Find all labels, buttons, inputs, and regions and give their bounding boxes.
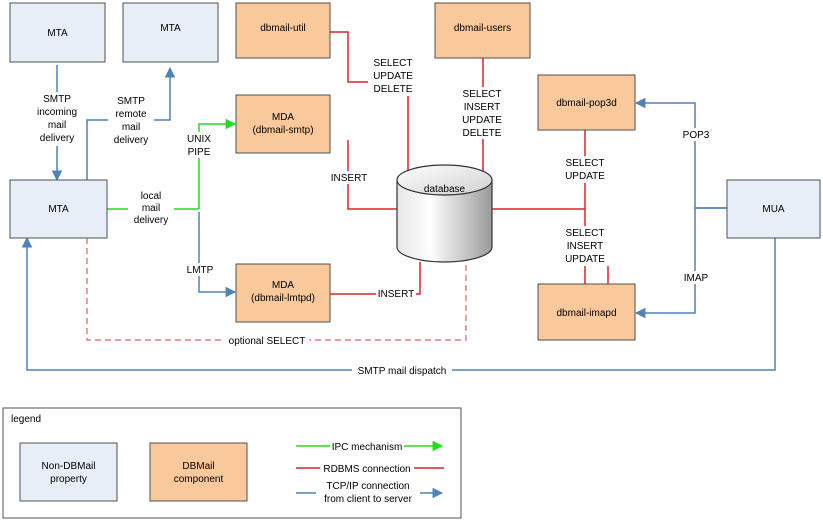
edge-util-db xyxy=(330,31,409,172)
svg-text:INSERT: INSERT xyxy=(567,241,604,252)
node-dbmail-imapd: dbmail-imapd xyxy=(537,283,636,341)
node-mda-lmtpd: MDA (dbmail-lmtpd) xyxy=(235,263,331,323)
edge-unix-pipe xyxy=(198,118,237,209)
legend-tcpip: TCP/IP connection from client to server xyxy=(296,479,444,505)
svg-text:mail: mail xyxy=(142,203,160,214)
svg-text:RDBMS connection: RDBMS connection xyxy=(323,464,410,475)
svg-text:optional SELECT: optional SELECT xyxy=(229,336,306,347)
label-util-ops: SELECT UPDATE DELETE xyxy=(368,56,418,96)
node-mua: MUA xyxy=(726,179,821,239)
svg-text:INSERT: INSERT xyxy=(378,289,415,300)
svg-text:DELETE: DELETE xyxy=(463,128,502,139)
legend-dbmail: DBMail component xyxy=(149,442,248,502)
label-unix-pipe: UNIX PIPE xyxy=(183,132,217,158)
label-smtp-incoming: SMTP incoming mail delivery xyxy=(32,92,82,146)
svg-text:DELETE: DELETE xyxy=(374,84,413,95)
node-mda-smtp: MDA (dbmail-smtp) xyxy=(235,94,331,154)
svg-text:(dbmail-smtp): (dbmail-smtp) xyxy=(252,125,313,136)
svg-text:Non-DBMail: Non-DBMail xyxy=(42,461,96,472)
label-pop3-ops: SELECT UPDATE xyxy=(560,156,610,183)
svg-text:SELECT: SELECT xyxy=(566,228,605,239)
node-mta-main: MTA xyxy=(9,179,108,239)
edge-lmtpd-db xyxy=(330,262,421,295)
edge-mua-imap xyxy=(634,207,727,319)
node-dbmail-util: dbmail-util xyxy=(235,2,331,59)
svg-text:UPDATE: UPDATE xyxy=(462,115,502,126)
legend-ipc: IPC mechanism xyxy=(296,440,444,453)
svg-text:property: property xyxy=(50,474,87,485)
label-optional-select: optional SELECT xyxy=(225,334,309,347)
svg-text:dbmail-imapd: dbmail-imapd xyxy=(556,308,616,319)
edge-mta-to-mda-lmtpd xyxy=(198,212,237,298)
svg-text:PIPE: PIPE xyxy=(188,147,211,158)
node-mta-top-left: MTA xyxy=(9,2,106,63)
svg-text:UNIX: UNIX xyxy=(187,134,211,145)
svg-text:MTA: MTA xyxy=(160,23,181,34)
svg-text:MTA: MTA xyxy=(47,28,68,39)
svg-text:mail: mail xyxy=(122,122,140,133)
label-pop3: POP3 xyxy=(681,128,711,141)
svg-text:MDA: MDA xyxy=(272,112,295,123)
svg-text:UPDATE: UPDATE xyxy=(565,171,605,182)
svg-text:incoming: incoming xyxy=(37,107,77,118)
svg-text:POP3: POP3 xyxy=(683,130,710,141)
label-insert-smtp: INSERT xyxy=(329,171,369,184)
svg-text:SMTP: SMTP xyxy=(117,96,145,107)
label-local-mail-delivery: local mail delivery xyxy=(128,189,174,227)
svg-text:SELECT: SELECT xyxy=(463,89,502,100)
svg-text:UPDATE: UPDATE xyxy=(373,71,413,82)
svg-text:SELECT: SELECT xyxy=(374,58,413,69)
svg-text:delivery: delivery xyxy=(114,135,148,146)
node-dbmail-pop3d: dbmail-pop3d xyxy=(537,74,636,131)
node-database: database xyxy=(396,164,493,263)
legend: legend Non-DBMail property DBMail compon… xyxy=(2,407,462,519)
svg-text:UPDATE: UPDATE xyxy=(565,254,605,265)
legend-non-dbmail: Non-DBMail property xyxy=(19,442,118,502)
node-mta-top-mid: MTA xyxy=(122,2,219,63)
svg-text:component: component xyxy=(174,474,224,485)
svg-text:mail: mail xyxy=(48,120,66,131)
label-imap: IMAP xyxy=(683,271,709,284)
svg-text:SMTP: SMTP xyxy=(43,94,71,105)
svg-text:TCP/IP connection: TCP/IP connection xyxy=(326,481,409,492)
node-dbmail-users: dbmail-users xyxy=(434,2,531,59)
edge-smtp-db xyxy=(347,140,397,210)
svg-text:(dbmail-lmtpd): (dbmail-lmtpd) xyxy=(251,293,315,304)
svg-text:SELECT: SELECT xyxy=(566,158,605,169)
svg-text:MUA: MUA xyxy=(762,204,785,215)
svg-text:INSERT: INSERT xyxy=(331,173,368,184)
svg-text:delivery: delivery xyxy=(134,215,168,226)
edge-smtp-dispatch xyxy=(21,236,776,371)
svg-text:dbmail-users: dbmail-users xyxy=(454,23,511,34)
svg-text:delivery: delivery xyxy=(40,133,74,144)
svg-text:MTA: MTA xyxy=(48,204,69,215)
svg-text:DBMail: DBMail xyxy=(182,461,214,472)
svg-text:remote: remote xyxy=(115,109,147,120)
svg-text:database: database xyxy=(424,184,466,195)
label-smtp-remote: SMTP remote mail delivery xyxy=(108,94,154,148)
label-smtp-dispatch: SMTP mail dispatch xyxy=(352,364,452,377)
svg-text:dbmail-util: dbmail-util xyxy=(260,23,306,34)
legend-rdbms: RDBMS connection xyxy=(296,462,444,475)
edge-mua-pop3 xyxy=(634,97,727,209)
svg-text:IMAP: IMAP xyxy=(684,273,709,284)
label-users-ops: SELECT INSERT UPDATE DELETE xyxy=(456,87,508,139)
svg-text:LMTP: LMTP xyxy=(187,265,214,276)
svg-text:MDA: MDA xyxy=(272,280,295,291)
label-imap-ops: SELECT INSERT UPDATE xyxy=(560,226,610,266)
svg-text:INSERT: INSERT xyxy=(464,102,501,113)
svg-text:local: local xyxy=(141,191,162,202)
svg-text:IPC mechanism: IPC mechanism xyxy=(332,442,403,453)
legend-title: legend xyxy=(11,414,41,425)
svg-text:SMTP mail dispatch: SMTP mail dispatch xyxy=(358,366,447,377)
label-lmtp: LMTP xyxy=(184,263,216,276)
svg-text:from client to server: from client to server xyxy=(324,494,412,505)
svg-text:dbmail-pop3d: dbmail-pop3d xyxy=(556,98,617,109)
label-insert-lmtpd: INSERT xyxy=(376,287,416,300)
